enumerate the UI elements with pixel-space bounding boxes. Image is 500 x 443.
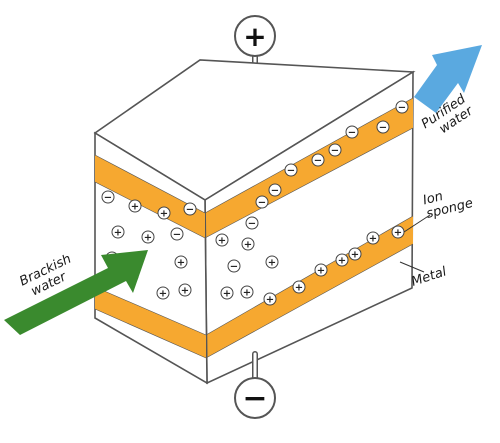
positive-ion-symbol: +	[159, 289, 167, 300]
negative-terminal-sign: −	[242, 381, 267, 416]
positive-ion-symbol: +	[144, 233, 152, 244]
negative-ion: −	[227, 259, 241, 273]
positive-ion: +	[391, 225, 405, 239]
positive-ion: +	[314, 263, 328, 277]
positive-ion-symbol: +	[268, 258, 276, 269]
negative-terminal: −	[234, 351, 276, 419]
negative-ion-symbol: −	[398, 103, 406, 114]
negative-ion-symbol: −	[248, 219, 256, 230]
positive-ion-symbol: +	[351, 250, 359, 261]
positive-ion-symbol: +	[369, 234, 377, 245]
negative-ion: −	[255, 195, 269, 209]
positive-ion: +	[141, 230, 155, 244]
positive-ion-symbol: +	[317, 266, 325, 277]
right-ion-sponge-bottom	[206, 216, 413, 358]
ion-sponge-label: Ion sponge	[421, 189, 474, 222]
negative-ion: −	[376, 120, 390, 134]
negative-ion-symbol: −	[271, 186, 279, 197]
positive-ion-symbol: +	[218, 236, 226, 247]
negative-ion-symbol: −	[186, 205, 194, 216]
negative-ion: −	[311, 153, 325, 167]
positive-ion-symbol: +	[266, 295, 274, 306]
metal-leader-line	[399, 261, 425, 273]
negative-ion-symbol: −	[230, 262, 238, 273]
positive-ion: +	[156, 286, 170, 300]
positive-ion: +	[366, 231, 380, 245]
negative-ion: −	[284, 163, 298, 177]
ions-layer: −++−++−−++++−−−−−−−−−+++−+++++++++	[101, 100, 409, 306]
positive-ion: +	[348, 247, 362, 261]
negative-ion-symbol: −	[314, 156, 322, 167]
positive-ion: +	[174, 255, 188, 269]
brackish-water-arrow	[4, 250, 148, 335]
negative-ion: −	[268, 183, 282, 197]
negative-ion-symbol: −	[287, 166, 295, 177]
purified-water-arrow	[414, 45, 482, 113]
positive-ion: +	[292, 280, 306, 294]
negative-ion: −	[183, 202, 197, 216]
negative-ion: −	[345, 125, 359, 139]
front-ion-sponge-bottom	[95, 287, 206, 358]
positive-ion-symbol: +	[114, 228, 122, 239]
positive-ion-symbol: +	[131, 202, 139, 213]
negative-ion-symbol: −	[104, 193, 112, 204]
front-ion-sponge-top	[95, 155, 205, 238]
positive-ion: +	[265, 255, 279, 269]
positive-ion: +	[263, 292, 277, 306]
positive-ion-symbol: +	[244, 240, 252, 251]
negative-ion: −	[328, 143, 342, 157]
positive-ion: +	[220, 286, 234, 300]
positive-ion-symbol: +	[295, 283, 303, 294]
negative-ion-symbol: −	[379, 123, 387, 134]
positive-terminal: +	[234, 15, 276, 101]
positive-ion: +	[240, 285, 254, 299]
positive-ion: +	[157, 206, 171, 220]
positive-ion: +	[335, 253, 349, 267]
negative-ion-symbol: −	[331, 146, 339, 157]
positive-ion-symbol: +	[338, 256, 346, 267]
positive-ion-symbol: +	[223, 289, 231, 300]
positive-ion: +	[178, 283, 192, 297]
positive-ion-symbol: +	[177, 258, 185, 269]
negative-ion: −	[245, 216, 259, 230]
positive-ion-symbol: +	[181, 286, 189, 297]
positive-ion: +	[241, 237, 255, 251]
negative-ion-symbol: −	[258, 198, 266, 209]
positive-ion: +	[111, 225, 125, 239]
positive-ion: +	[215, 233, 229, 247]
negative-ion-symbol: −	[173, 230, 181, 241]
negative-ion: −	[101, 190, 115, 204]
negative-ion: −	[395, 100, 409, 114]
ion-sponge-label-line1: Ion	[421, 189, 444, 208]
negative-ion-symbol: −	[348, 128, 356, 139]
box-front-face	[94, 131, 208, 385]
ion-sponge-leader-line	[403, 214, 431, 233]
positive-terminal-sign: +	[243, 20, 266, 53]
positive-ion-symbol: +	[394, 228, 402, 239]
positive-ion: +	[128, 199, 142, 213]
positive-ion-symbol: +	[243, 288, 251, 299]
negative-ion: −	[170, 227, 184, 241]
positive-ion-symbol: +	[160, 209, 168, 220]
